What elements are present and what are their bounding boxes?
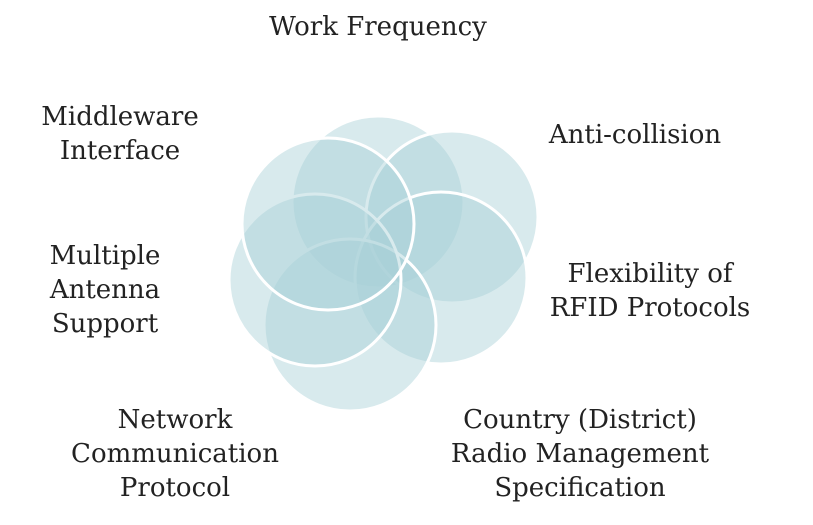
petal-network (227, 192, 403, 368)
label-line: Work Frequency (269, 12, 487, 42)
label-line: Specification (494, 473, 666, 503)
label-flexibility-rfid: Flexibility of RFID Protocols (525, 257, 775, 325)
label-work-frequency: Work Frequency (263, 10, 493, 44)
label-line: Network (117, 405, 233, 435)
petal-work-frequency (290, 114, 466, 290)
label-middleware-interface: Middleware Interface (20, 100, 220, 168)
label-line: Interface (59, 136, 181, 166)
label-line: Antenna (49, 275, 161, 305)
label-line: Radio Management (450, 439, 710, 469)
label-multiple-antenna: Multiple Antenna Support (20, 239, 190, 341)
petal-flexibility (353, 190, 529, 366)
label-line: Communication (71, 439, 279, 469)
label-line: Flexibility of (567, 259, 733, 289)
label-line: Country (District) (463, 405, 697, 435)
label-line: Multiple (49, 241, 161, 271)
label-network-protocol: Network Communication Protocol (40, 403, 310, 505)
label-anti-collision: Anti-collision (520, 118, 750, 152)
label-country-radio-spec: Country (District) Radio Management Spec… (430, 403, 730, 505)
label-line: Middleware (41, 102, 199, 132)
label-line: Support (51, 309, 159, 339)
petal-anti-collision (364, 129, 540, 305)
petal-multiple-antenna (240, 136, 416, 312)
label-line: RFID Protocols (549, 293, 751, 323)
label-line: Anti-collision (548, 120, 722, 150)
label-line: Protocol (119, 473, 231, 503)
